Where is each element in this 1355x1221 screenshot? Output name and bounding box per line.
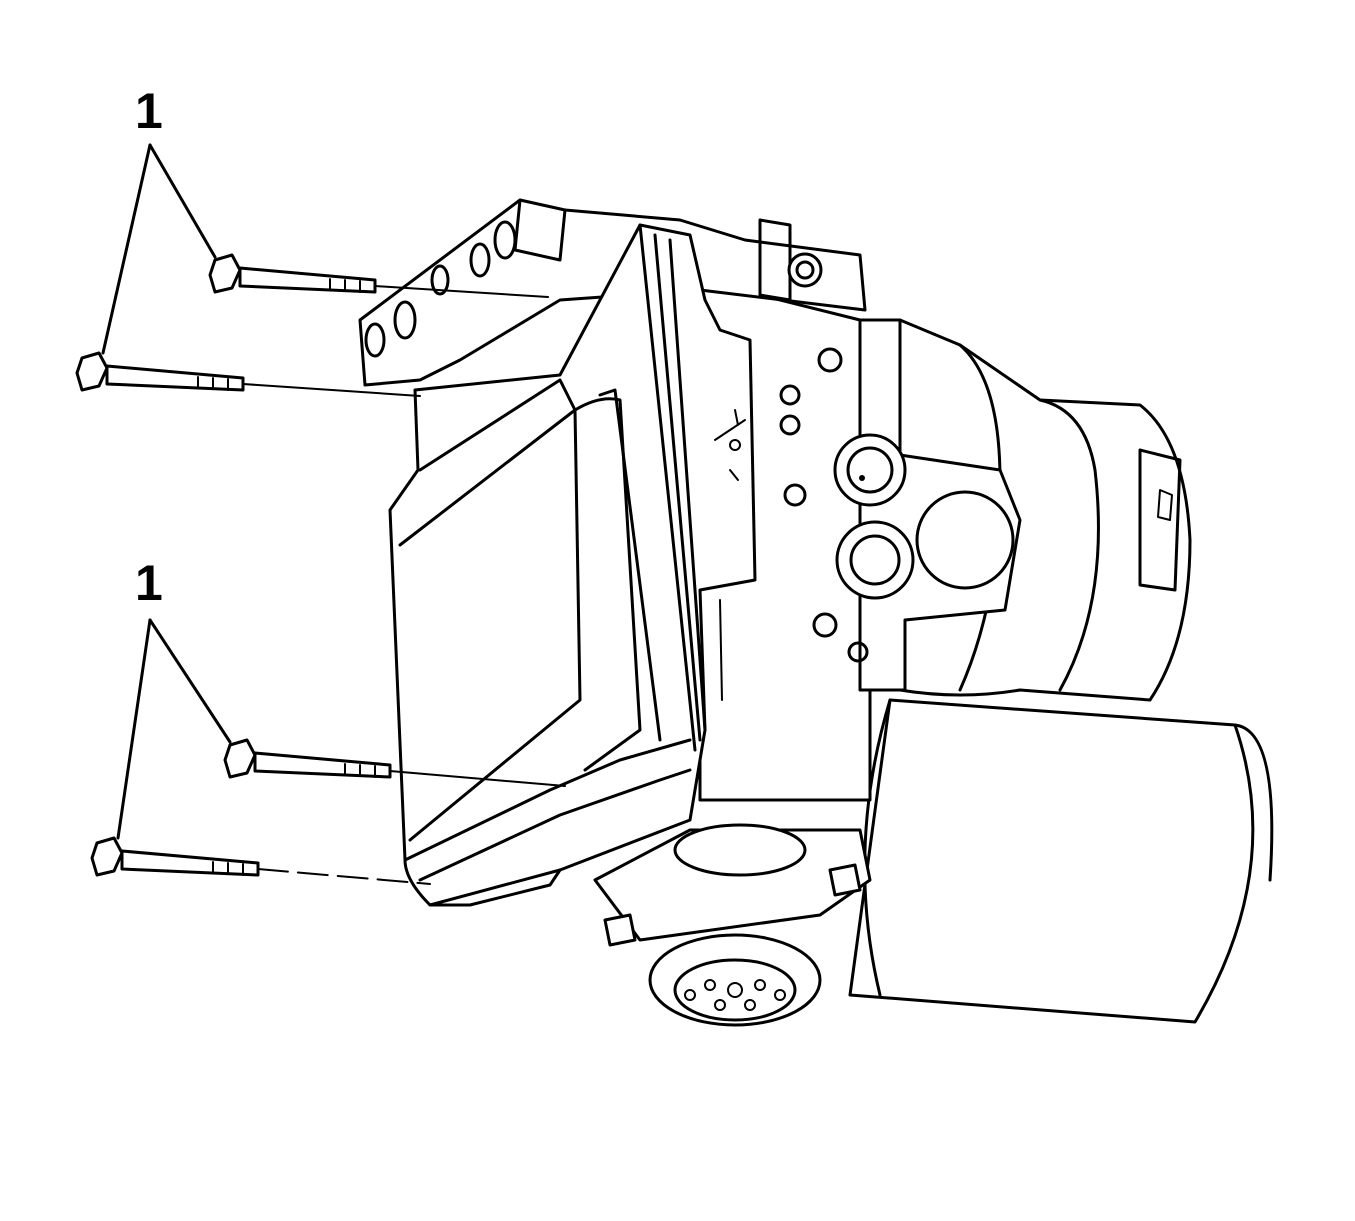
motor-connector (593, 823, 872, 1027)
callout-leaders (101, 143, 232, 840)
callout-label-lower: 1 (135, 555, 163, 611)
pump-motor (848, 698, 1274, 1024)
callout-label-upper: 1 (135, 83, 163, 139)
bolt-1 (208, 253, 377, 294)
bolt-4 (90, 836, 260, 877)
bolt-2 (75, 351, 245, 392)
insertion-lines (242, 285, 566, 885)
hydraulic-block (698, 278, 1022, 802)
bolt-3 (223, 738, 392, 779)
control-module (388, 223, 757, 907)
